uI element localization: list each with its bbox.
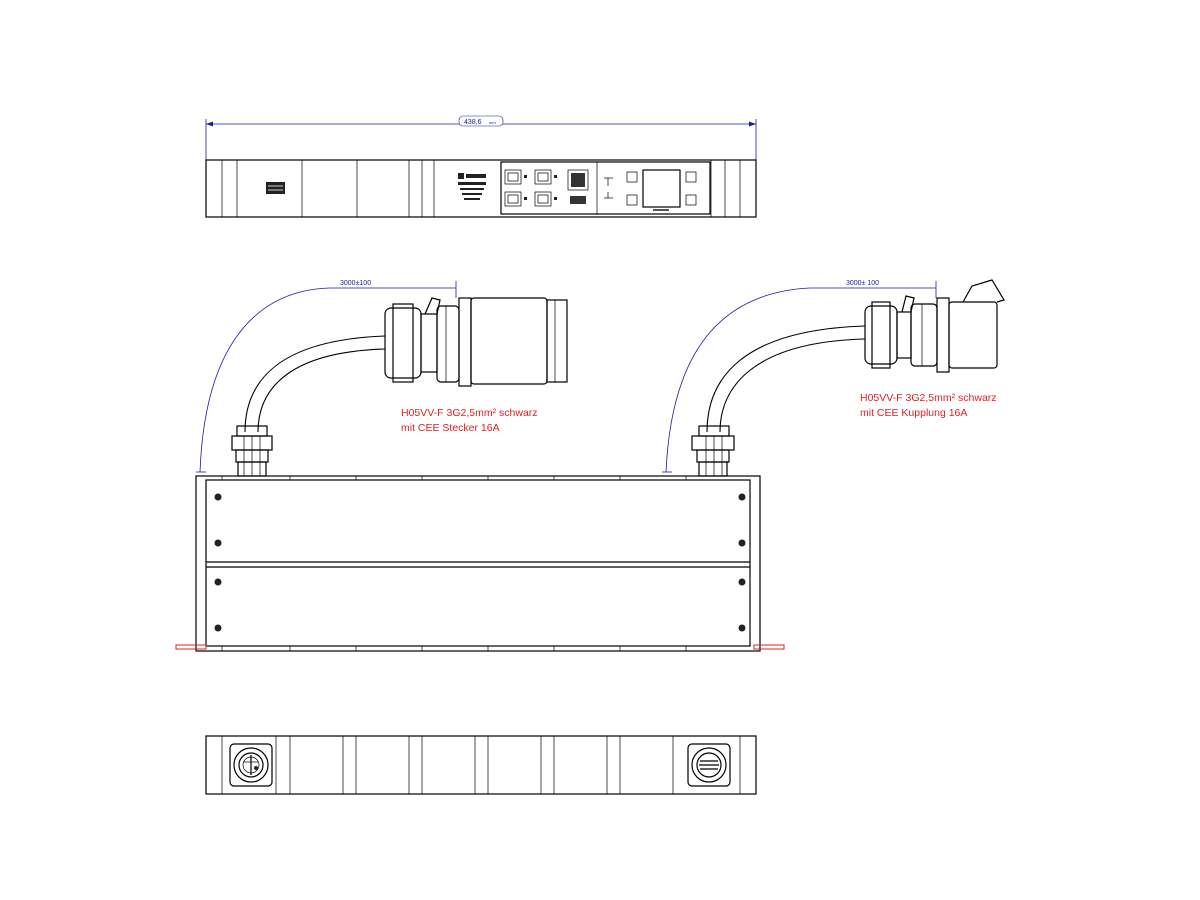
front-view: 438,6 mm xyxy=(205,115,757,218)
top-view: 3000±100 3000± 100 xyxy=(175,279,1005,652)
usb-port-icon xyxy=(567,169,589,204)
gland-end-left-icon xyxy=(229,743,273,787)
note-left-line1: H05VV-F 3G2,5mm² schwarz xyxy=(401,407,538,419)
note-right-line2: mit CEE Kupplung 16A xyxy=(860,407,967,419)
gland-end-right-icon xyxy=(687,743,731,787)
screw-icon xyxy=(214,493,746,632)
dimension-width-value: 438,6 xyxy=(464,119,482,126)
cable-gland-right-icon xyxy=(691,425,735,477)
cee-coupler-right-icon xyxy=(864,279,1005,373)
lcd-display xyxy=(642,169,681,208)
note-left-line2: mit CEE Stecker 16A xyxy=(401,422,500,434)
dimension-cable-right: 3000± 100 xyxy=(846,280,879,287)
note-right-line1: H05VV-F 3G2,5mm² schwarz xyxy=(860,392,997,404)
logo-icon xyxy=(458,173,486,200)
cee-plug-left-icon xyxy=(384,297,568,387)
dimension-width-unit: mm xyxy=(489,120,496,125)
cable-gland-left-icon xyxy=(231,425,273,477)
reset-button-icon xyxy=(604,177,613,199)
rear-view xyxy=(205,735,757,795)
dimension-cable-left: 3000±100 xyxy=(340,280,371,287)
network-port-icon xyxy=(504,169,557,207)
